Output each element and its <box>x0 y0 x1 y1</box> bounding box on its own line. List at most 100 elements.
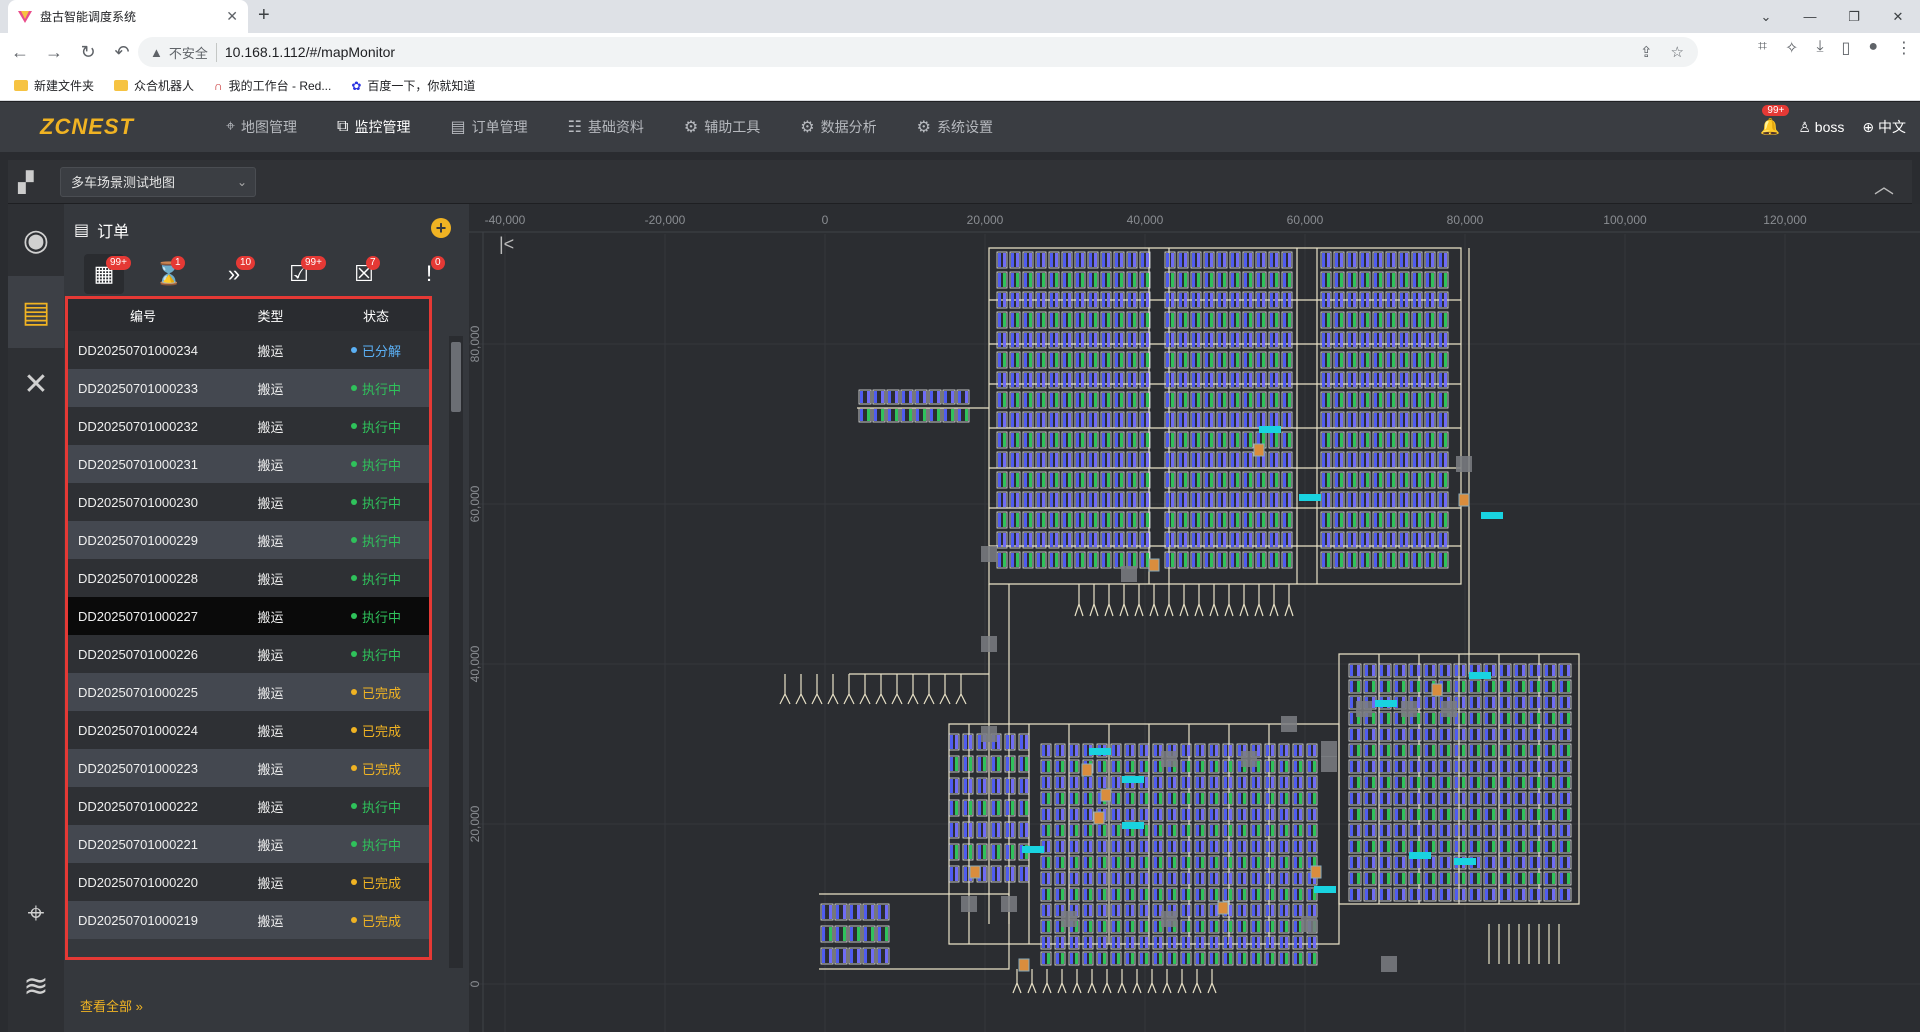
shelf-cell <box>1048 551 1060 569</box>
shelf-cell <box>1061 491 1073 509</box>
filter-pending[interactable]: ⌛1 <box>155 256 185 286</box>
language-switch[interactable]: ⊕ 中文 <box>1862 119 1906 135</box>
shelf-cell <box>1194 887 1206 902</box>
tab-search-icon[interactable]: ⌄ <box>1760 8 1772 24</box>
shelf-marker <box>1405 393 1408 407</box>
address-bar[interactable]: ▲ 不安全 10.168.1.112/#/mapMonitor ⇪ ☆ <box>138 37 1698 67</box>
menu-item-settings[interactable]: ⚙系统设置 <box>916 119 993 136</box>
reload-icon[interactable]: ↻ <box>80 41 96 62</box>
notification-button[interactable]: 🔔 99+ <box>1760 105 1790 137</box>
shelf-marker <box>1061 905 1064 916</box>
shelf-marker <box>1405 533 1408 547</box>
shelf-marker <box>1340 293 1343 307</box>
forward-icon[interactable]: → <box>45 41 63 62</box>
shelf-marker <box>1115 413 1118 427</box>
tools-icon[interactable]: ✕ <box>23 367 49 401</box>
bookmark-item[interactable]: 新建文件夹 <box>14 77 94 94</box>
shelf-cell <box>1074 351 1086 369</box>
shelf-marker <box>1173 777 1176 788</box>
filter-exception[interactable]: !0 <box>409 254 449 294</box>
restore-icon[interactable]: ❐ <box>1848 8 1860 24</box>
filter-forward[interactable]: »10 <box>214 254 256 294</box>
filter-all[interactable]: ▦99+ <box>84 254 131 294</box>
collapse-up-icon[interactable]: ︿ <box>1874 176 1894 198</box>
share-icon[interactable]: ⇪ <box>1639 44 1653 61</box>
menu-item-map[interactable]: ⌖地图管理 <box>226 118 298 135</box>
bookmark-star-icon[interactable]: ☆ <box>1670 44 1684 61</box>
road-path <box>859 674 871 705</box>
shelf-cell <box>1236 903 1248 918</box>
shelf-marker <box>1340 533 1343 547</box>
url-text[interactable]: 10.168.1.112/#/mapMonitor <box>224 44 396 60</box>
bookmark-item[interactable]: 众合机器人 <box>114 77 194 94</box>
shelf-marker <box>1439 393 1442 407</box>
shelf-cell <box>1498 887 1512 902</box>
shelf-marker <box>1262 273 1265 287</box>
shelf-cell <box>1398 291 1410 309</box>
profile-icon[interactable]: ● <box>1868 38 1878 55</box>
back-icon[interactable]: ← <box>11 41 29 62</box>
filter-cancelled[interactable]: ☒7 <box>344 254 384 294</box>
browser-menu-icon[interactable]: ⋮ <box>1896 40 1912 57</box>
menu-item-monitor[interactable]: ⧉监控管理 <box>337 118 411 135</box>
extensions-icon[interactable]: ✧ <box>1785 40 1799 57</box>
close-window-icon[interactable]: ✕ <box>1892 8 1904 24</box>
menu-item-basic-data[interactable]: ☷基础资料 <box>567 119 644 136</box>
filter-complete[interactable]: ☑99+ <box>279 254 326 294</box>
new-tab-icon[interactable]: + <box>258 4 270 26</box>
scrollbar-thumb[interactable] <box>451 342 461 412</box>
order-list-icon[interactable]: ▤ <box>8 276 64 348</box>
download-icon[interactable]: ⤓ <box>1816 38 1824 55</box>
shelf-marker <box>1218 253 1221 267</box>
shelf-cell <box>1398 431 1410 449</box>
shelf-marker <box>1102 353 1105 367</box>
shelf-cell <box>1333 451 1345 469</box>
add-order-button[interactable]: + <box>431 218 451 238</box>
shelf-marker <box>1387 433 1390 447</box>
tab-close-icon[interactable]: ✕ <box>226 8 238 24</box>
shelf-marker <box>1387 493 1390 507</box>
shelf-marker <box>1003 473 1006 487</box>
table-scrollbar[interactable] <box>449 336 463 968</box>
bookmark-item[interactable]: ✿百度一下，你就知道 <box>351 78 476 94</box>
view-all-link[interactable]: 查看全部 » <box>80 999 143 1014</box>
history-icon[interactable]: ↶ <box>114 41 130 62</box>
shelf-marker <box>1140 793 1143 804</box>
locate-icon[interactable]: ⌖ <box>27 897 45 930</box>
menu-item-tools[interactable]: ⚙辅助工具 <box>683 119 761 136</box>
screenshot-icon[interactable]: ⌗ <box>1758 38 1768 55</box>
order-id: DD20250701000233 <box>78 380 198 396</box>
sidepanel-icon[interactable]: ▯ <box>1841 40 1851 57</box>
shelf-marker <box>1372 665 1375 676</box>
menu-item-analytics[interactable]: ⚙数据分析 <box>800 119 877 136</box>
browser-tab[interactable]: 盘古智能调度系统 ✕ <box>8 0 248 33</box>
shelf-cell <box>1054 951 1066 966</box>
user-menu[interactable]: ♙ boss <box>1798 118 1845 135</box>
menu-item-orders[interactable]: ▤订单管理 <box>450 119 528 136</box>
bookmark-item[interactable]: ∩我的工作台 - Red... <box>214 78 332 94</box>
shelf-marker <box>1353 453 1356 467</box>
robot-monitor-icon[interactable]: ◉ <box>22 223 50 257</box>
minimize-icon[interactable]: — <box>1803 9 1817 24</box>
shelf-marker <box>1379 393 1382 407</box>
layers-icon[interactable]: ≋ <box>23 969 49 1003</box>
map-select[interactable]: 多车场景测试地图 ⌄ <box>60 166 256 197</box>
